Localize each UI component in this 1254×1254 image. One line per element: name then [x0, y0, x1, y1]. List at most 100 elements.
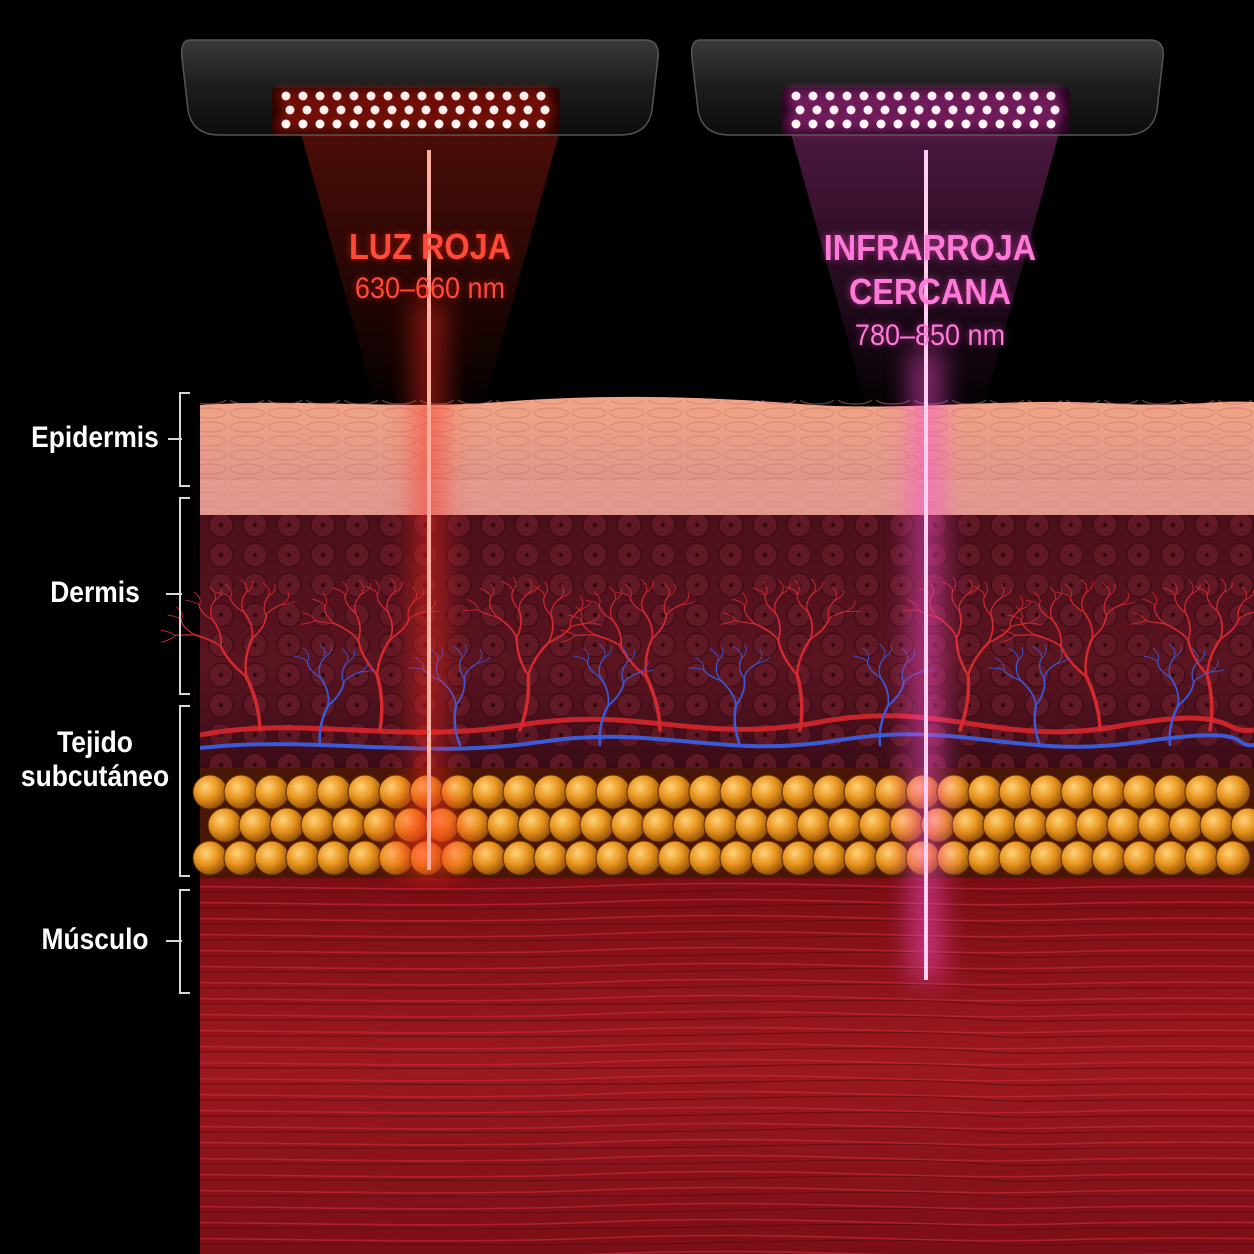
red-led — [302, 105, 312, 115]
artery — [1204, 580, 1210, 595]
red-led — [319, 105, 329, 115]
artery — [342, 581, 348, 597]
fat-cell — [1184, 840, 1220, 876]
artery — [1206, 593, 1219, 612]
artery — [1164, 622, 1190, 642]
red-led — [489, 105, 499, 115]
artery — [641, 592, 647, 613]
nir-light-title: INFRARROJA CERCANA 780–850 nm — [804, 226, 1056, 358]
fat-cell — [1184, 774, 1220, 810]
layer-brackets — [166, 392, 190, 994]
artery — [1184, 611, 1191, 642]
artery — [827, 600, 836, 620]
artery — [225, 584, 232, 598]
artery — [593, 633, 622, 648]
artery — [1084, 674, 1102, 732]
vein — [1015, 660, 1022, 682]
artery — [1081, 592, 1087, 613]
fat-cell — [1029, 774, 1065, 810]
artery — [681, 592, 690, 606]
vein — [1196, 650, 1205, 664]
artery — [1080, 579, 1088, 594]
red-led — [421, 105, 431, 115]
vein — [1191, 662, 1198, 684]
artery — [569, 622, 590, 628]
nir-led — [808, 119, 818, 129]
artery — [1205, 673, 1214, 732]
artery — [1162, 587, 1176, 597]
vein — [743, 662, 758, 680]
dermis-label: Dermis — [50, 576, 140, 609]
fat-cell — [750, 774, 786, 810]
artery — [1009, 609, 1021, 628]
vein — [639, 659, 649, 673]
vein — [1152, 647, 1160, 663]
artery — [1083, 611, 1094, 640]
fat-cell — [843, 840, 879, 876]
fat-cell — [378, 774, 414, 810]
artery — [651, 614, 668, 640]
fat-cell — [1029, 840, 1065, 876]
vein — [887, 681, 905, 707]
fat-cell — [1044, 807, 1080, 843]
artery — [990, 597, 1002, 616]
fat-cell — [223, 840, 259, 876]
artery — [968, 584, 980, 594]
artery — [1000, 634, 1015, 643]
artery — [1132, 612, 1146, 621]
artery — [1216, 592, 1225, 612]
vein — [573, 655, 588, 663]
artery — [780, 583, 791, 595]
fat-cell — [1199, 807, 1235, 843]
artery — [1050, 600, 1056, 621]
fat-cell — [688, 840, 724, 876]
artery — [796, 593, 809, 612]
artery — [762, 581, 768, 597]
red-led — [519, 91, 529, 101]
vein — [902, 648, 909, 664]
vein — [1038, 657, 1045, 680]
vein — [318, 704, 330, 747]
nir-light-name-line2: CERCANA — [849, 271, 1011, 312]
artery — [987, 614, 994, 644]
nir-led — [927, 91, 937, 101]
vein — [586, 661, 602, 679]
red-led — [366, 119, 376, 129]
vein — [323, 645, 333, 659]
fat-cell — [719, 840, 755, 876]
artery — [334, 622, 360, 642]
nir-led — [978, 91, 988, 101]
artery — [214, 588, 223, 602]
fat-cell — [300, 807, 336, 843]
nir-light-wavelength: 780–850 nm — [854, 319, 1006, 352]
fat-cell — [734, 807, 770, 843]
nir-led — [842, 119, 852, 129]
fat-cell — [533, 840, 569, 876]
vein — [1040, 644, 1047, 659]
fat-cell — [626, 840, 662, 876]
nir-light-name-line1: INFRARROJA — [823, 227, 1037, 268]
artery — [543, 582, 549, 597]
artery — [576, 606, 583, 621]
fat-cell — [781, 840, 817, 876]
fat-cell — [1230, 807, 1254, 843]
artery — [1009, 622, 1030, 628]
fat-cell — [874, 840, 910, 876]
vein — [1035, 677, 1046, 707]
vein — [342, 648, 349, 664]
red-led — [472, 105, 482, 115]
red-led — [455, 105, 465, 115]
vein — [879, 643, 886, 659]
vein — [853, 655, 868, 663]
artery — [198, 604, 214, 621]
fat-cell — [951, 807, 987, 843]
red-led — [383, 119, 393, 129]
vein — [293, 655, 308, 663]
artery — [774, 593, 782, 614]
artery — [547, 614, 554, 644]
artery — [547, 626, 572, 644]
subcutaneous-bracket — [179, 705, 190, 877]
nir-led — [982, 105, 992, 115]
vein — [1193, 671, 1211, 684]
fat-cell — [719, 774, 755, 810]
